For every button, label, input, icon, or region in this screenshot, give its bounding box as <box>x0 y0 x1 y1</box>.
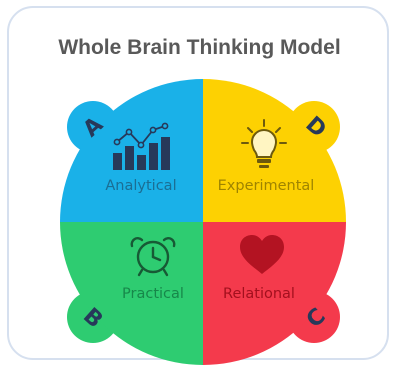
quadrant-c-relational <box>203 222 346 365</box>
diagram-title: Whole Brain Thinking Model <box>58 36 341 59</box>
label-experimental: Experimental <box>218 178 315 194</box>
bar-line-chart-icon <box>113 122 170 170</box>
light-bulb-icon <box>241 119 287 168</box>
label-analytical: Analytical <box>105 178 176 194</box>
heart-icon <box>240 235 284 274</box>
label-relational: Relational <box>223 286 295 302</box>
label-practical: Practical <box>122 286 184 302</box>
alarm-clock-icon <box>130 237 176 277</box>
